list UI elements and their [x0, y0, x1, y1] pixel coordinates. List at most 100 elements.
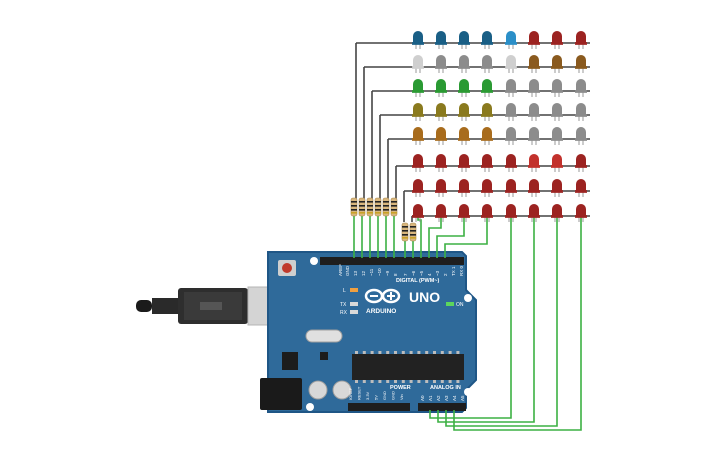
led — [481, 154, 493, 172]
digital-pin-label: 4 — [427, 273, 432, 276]
resistor-band — [402, 226, 408, 228]
led — [435, 127, 447, 145]
led — [575, 79, 587, 97]
led — [412, 79, 424, 97]
led-dome — [413, 154, 423, 167]
led — [528, 31, 540, 49]
power-pin-label: GND — [382, 391, 387, 400]
led-rim — [575, 190, 587, 193]
resistor-band — [375, 209, 381, 211]
led-rim — [435, 42, 447, 45]
led-rim — [505, 90, 517, 93]
led-dome — [576, 55, 586, 68]
led-rim — [458, 215, 470, 218]
led-rim — [412, 114, 424, 117]
led — [575, 127, 587, 145]
led-rim — [528, 190, 540, 193]
resistor-band — [367, 209, 373, 211]
digital-pin-label: AREF — [338, 264, 343, 276]
led — [575, 204, 587, 222]
led-rim — [412, 66, 424, 69]
led-rim — [505, 138, 517, 141]
chip-pin — [401, 351, 405, 354]
led-dome — [413, 103, 423, 116]
power-header — [348, 403, 410, 411]
led — [505, 103, 517, 121]
led-dome — [506, 31, 516, 44]
chip-pin — [394, 380, 397, 383]
led — [528, 55, 540, 73]
led-dome — [506, 103, 516, 116]
led-dome — [506, 127, 516, 140]
digital-header — [320, 257, 464, 265]
led-rim — [575, 66, 587, 69]
analog-header — [418, 403, 466, 411]
led-dome — [413, 204, 423, 217]
resistor-band — [375, 212, 381, 214]
resistor — [382, 197, 390, 217]
led-dome — [576, 204, 586, 217]
led-rim — [551, 165, 563, 168]
on-label: ON — [456, 302, 464, 308]
led-dome — [552, 154, 562, 167]
led-dome — [576, 179, 586, 192]
led — [481, 127, 493, 145]
analog-pin-label: A3 — [444, 395, 449, 401]
led — [412, 55, 424, 73]
led — [458, 79, 470, 97]
resistor-band — [383, 212, 389, 214]
analog-pin-label: A4 — [452, 395, 457, 401]
resistor — [350, 197, 358, 217]
resistor-band — [391, 205, 397, 207]
led-rim — [481, 114, 493, 117]
column-wire — [429, 216, 512, 419]
chip-pin — [433, 351, 436, 354]
led-rim — [575, 114, 587, 117]
led-rim — [481, 190, 493, 193]
led — [505, 79, 517, 97]
power-pin-label: GND — [391, 391, 396, 400]
led-rim — [575, 215, 587, 218]
led-dome — [459, 55, 469, 68]
led-dome — [552, 31, 562, 44]
rx-label: RX — [340, 310, 348, 316]
led-dome — [552, 103, 562, 116]
power-pin-label: Vin — [399, 394, 404, 400]
led-rim — [505, 42, 517, 45]
column-wire — [445, 216, 558, 427]
led-dome — [552, 204, 562, 217]
led-rim — [481, 215, 493, 218]
resistor-band — [402, 237, 408, 239]
resistor-band — [351, 209, 357, 211]
led-rim — [575, 138, 587, 141]
led-dome — [576, 79, 586, 92]
led-rim — [505, 165, 517, 168]
led-dome — [529, 204, 539, 217]
led-dome — [482, 179, 492, 192]
led-rim — [435, 66, 447, 69]
chip-pin — [370, 351, 374, 354]
led — [435, 154, 447, 172]
led-rim — [505, 114, 517, 117]
led — [412, 204, 424, 222]
resistors — [350, 197, 417, 242]
led — [505, 179, 517, 197]
led — [481, 179, 493, 197]
resistor — [390, 197, 398, 217]
resistor — [374, 197, 382, 217]
chip-pin — [456, 351, 460, 354]
resistor-band — [367, 201, 373, 203]
led-rim — [481, 66, 493, 69]
led-rim — [481, 42, 493, 45]
chip-pin — [362, 351, 366, 354]
chip-pins — [355, 351, 460, 383]
led — [458, 31, 470, 49]
chip-pin — [417, 351, 421, 354]
resistor-band — [383, 209, 389, 211]
resistor-band — [410, 237, 416, 239]
led-rim — [412, 42, 424, 45]
led-rim — [528, 215, 540, 218]
led-rim — [435, 90, 447, 93]
digital-pin-label: TX 1 — [451, 266, 456, 276]
led — [435, 103, 447, 121]
